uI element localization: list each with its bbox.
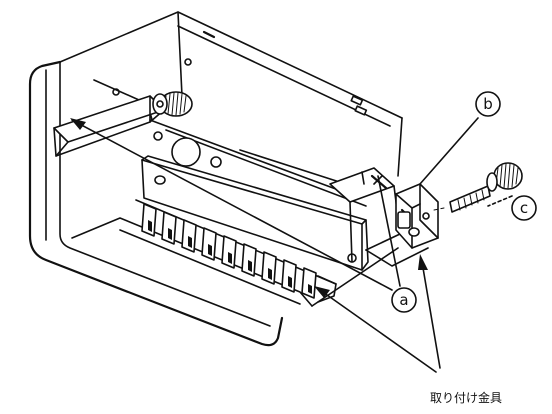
callout-c: c (511, 195, 537, 221)
knurled-knob-left (152, 91, 193, 117)
terminal-9 (301, 267, 317, 299)
terminal-8 (281, 259, 297, 293)
mounting-screw (433, 162, 523, 213)
left-mounting-bracket (53, 95, 165, 157)
terminal-7 (261, 251, 277, 285)
terminal-6 (241, 243, 257, 277)
callout-a-label: a (399, 291, 408, 309)
terminal-1 (141, 203, 157, 237)
inner-frame (149, 119, 367, 207)
terminal-2 (161, 211, 177, 245)
terminal-5 (221, 235, 237, 269)
terminal-3 (181, 219, 197, 253)
terminal-4 (201, 227, 217, 261)
callout-leaders (70, 117, 513, 373)
callout-b-label: b (483, 95, 493, 113)
callout-a: a (391, 287, 417, 313)
terminal-block-teeth (119, 199, 337, 305)
mounting-bracket-caption: 取り付け金具 (430, 390, 502, 405)
callout-c-label: c (520, 199, 528, 217)
callout-b: b (475, 91, 501, 117)
front-bezel (28, 60, 284, 347)
detached-mounting-fitting (395, 183, 439, 249)
